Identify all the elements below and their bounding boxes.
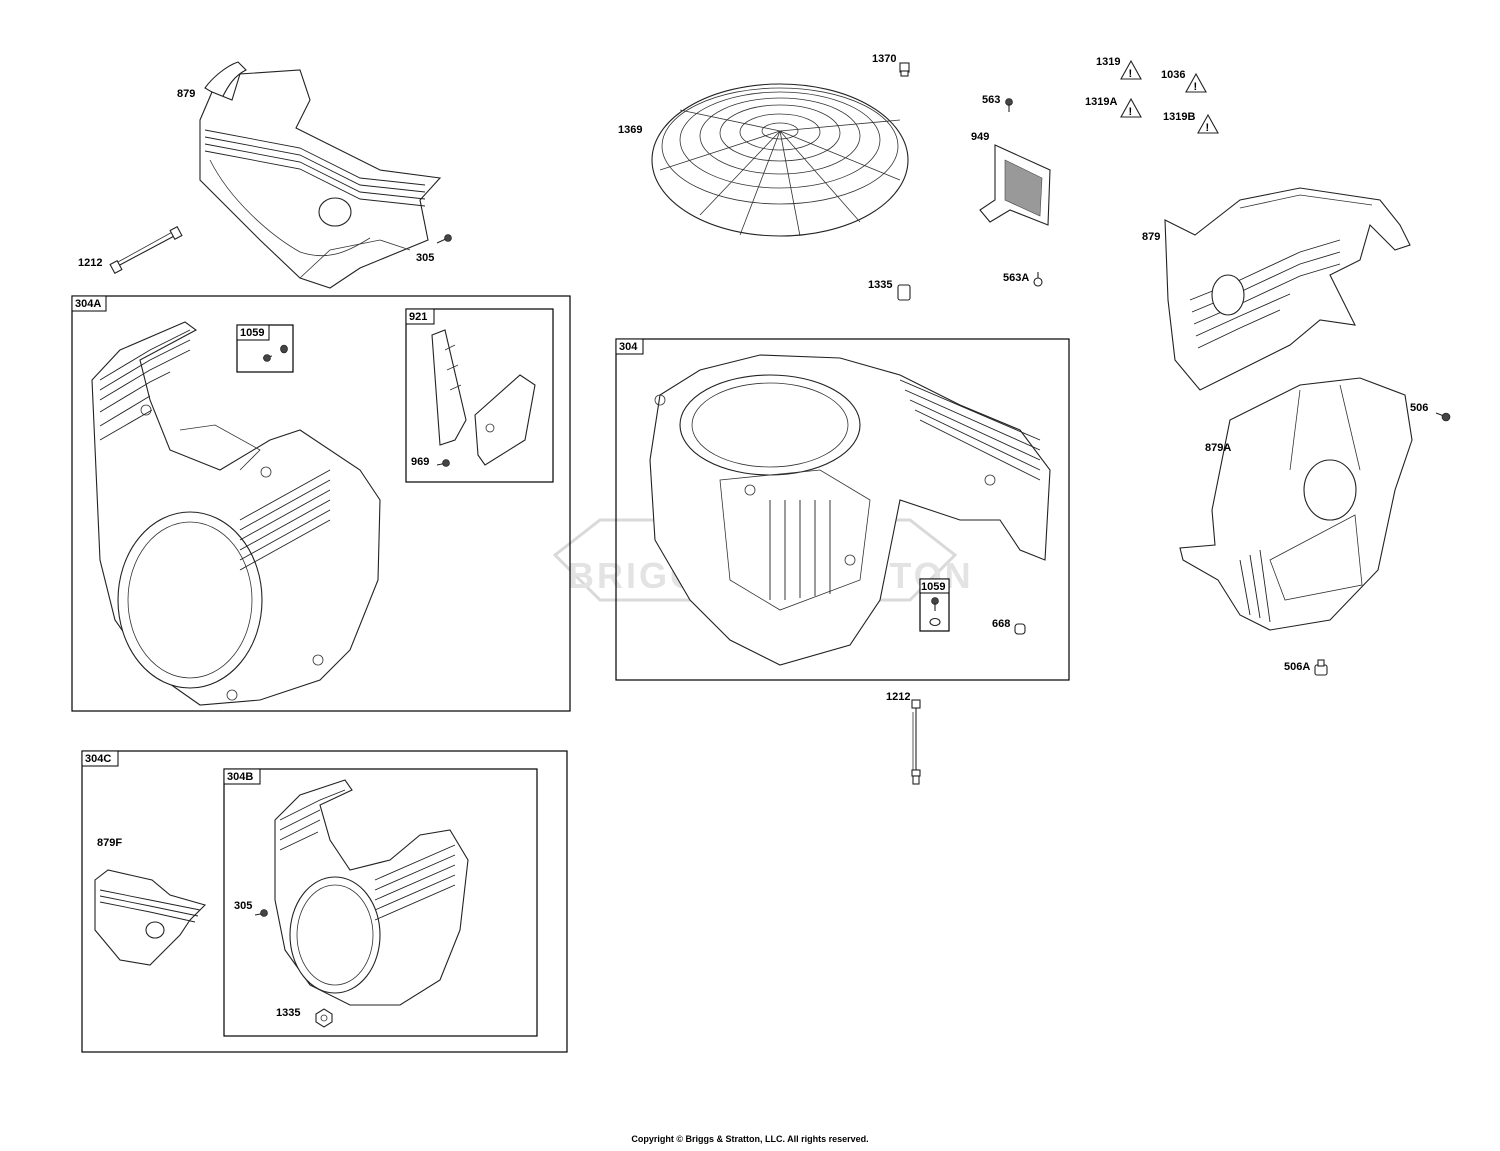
frame-921 (405, 308, 554, 483)
screw-563A (1033, 272, 1043, 287)
box-label-304A: 304A (75, 298, 101, 310)
callout-1212-bottom: 1212 (886, 691, 910, 703)
screw-563 (1005, 98, 1013, 112)
screw-and-washer-1059-right (929, 597, 941, 627)
frame-304 (615, 338, 1070, 681)
part-879-right-shroud (1164, 187, 1411, 391)
spacer-1335-top (897, 284, 911, 301)
screw-1370 (899, 62, 910, 77)
callout-1335-bottom: 1335 (276, 1007, 300, 1019)
part-879A-shroud (1179, 377, 1413, 631)
callout-949: 949 (971, 131, 989, 143)
callout-1370: 1370 (872, 53, 896, 65)
copyright-notice: Copyright © Briggs & Stratton, LLC. All … (631, 1134, 869, 1144)
part-304B-blower-housing (274, 779, 469, 1006)
nut-1335-bottom (315, 1008, 333, 1028)
callout-969: 969 (411, 456, 429, 468)
screw-305-bottom (254, 909, 268, 917)
callout-1036: 1036 (1161, 69, 1185, 81)
screw-305-top (436, 234, 452, 244)
box-label-304B: 304B (227, 771, 253, 783)
callout-1212-top: 1212 (78, 257, 102, 269)
spacer-668 (1014, 623, 1026, 635)
callout-1335-top: 1335 (868, 279, 892, 291)
svg-text:!: ! (1194, 81, 1198, 93)
box-label-304C: 304C (85, 753, 111, 765)
callout-879A: 879A (1205, 442, 1231, 454)
callout-879-top-left: 879 (177, 88, 195, 100)
svg-text:!: ! (1129, 106, 1133, 118)
box-label-1059-right: 1059 (921, 581, 945, 593)
screw-506 (1435, 412, 1451, 422)
frame-304B (223, 768, 538, 1037)
svg-text:!: ! (1129, 68, 1133, 80)
callout-1319: 1319 (1096, 56, 1120, 68)
callout-1319A: 1319A (1085, 96, 1117, 108)
warning-decal-1319: ! (1120, 59, 1142, 80)
part-879-top-left-shroud (199, 61, 442, 289)
nut-506A (1314, 659, 1328, 676)
part-304-blower-housing (649, 354, 1051, 666)
bolt-1212-top (109, 225, 183, 275)
callout-305-top: 305 (416, 252, 434, 264)
svg-text:!: ! (1206, 122, 1210, 134)
callout-1319B: 1319B (1163, 111, 1195, 123)
warning-decal-1319A: ! (1120, 97, 1142, 118)
box-label-1059-left: 1059 (240, 327, 264, 339)
frame-304A (71, 295, 571, 712)
callout-879-right: 879 (1142, 231, 1160, 243)
frame-304C (81, 750, 568, 1053)
part-879F-shroud (94, 869, 207, 966)
callout-563A: 563A (1003, 272, 1029, 284)
callout-563: 563 (982, 94, 1000, 106)
warning-decal-1319B: ! (1197, 113, 1219, 134)
part-1369-fan-screen (651, 83, 909, 237)
part-921-guard-plates (431, 329, 536, 466)
box-label-304: 304 (619, 341, 638, 353)
callout-1369: 1369 (618, 124, 642, 136)
part-949-screen-panel (979, 144, 1051, 226)
callout-305-bottom: 305 (234, 900, 252, 912)
warning-decal-1036: ! (1185, 72, 1207, 93)
bolt-1212-bottom (911, 699, 921, 785)
callout-506A: 506A (1284, 661, 1310, 673)
callout-506: 506 (1410, 402, 1428, 414)
screw-969 (436, 459, 450, 467)
box-label-921: 921 (409, 311, 427, 323)
callout-879F: 879F (97, 837, 122, 849)
part-304A-blower-housing (91, 321, 381, 706)
screw-and-washer-1059-left (262, 344, 288, 362)
callout-668: 668 (992, 618, 1010, 630)
